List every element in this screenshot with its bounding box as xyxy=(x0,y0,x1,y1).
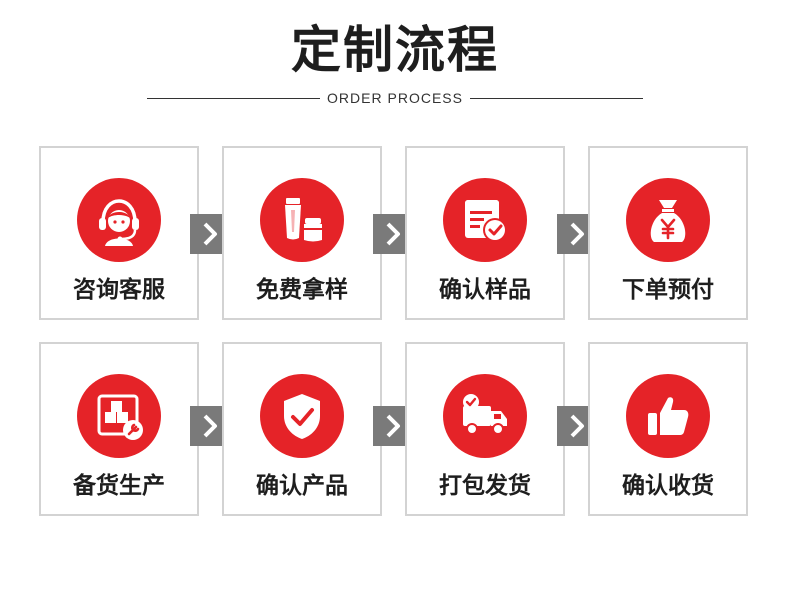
step-card-confirm-receipt: 确认收货 xyxy=(588,342,748,516)
step-label: 咨询客服 xyxy=(73,277,165,303)
step-card-production: 备货生产 xyxy=(39,342,199,516)
step-label: 备货生产 xyxy=(73,473,165,499)
confirm-document-icon xyxy=(443,178,527,262)
thumbs-up-icon xyxy=(626,374,710,458)
step-card-confirm-product: 确认产品 xyxy=(222,342,382,516)
subtitle-row: ORDER PROCESS xyxy=(147,88,644,108)
customer-service-headset-icon xyxy=(77,178,161,262)
step-card-free-sample: 免费拿样 xyxy=(222,146,382,320)
step-card-prepay: 下单预付 xyxy=(588,146,748,320)
step-label: 确认收货 xyxy=(622,473,714,499)
step-card-consult: 咨询客服 xyxy=(39,146,199,320)
subtitle-divider-right xyxy=(469,97,644,99)
delivery-truck-icon xyxy=(443,374,527,458)
step-label: 免费拿样 xyxy=(256,277,348,303)
step-card-confirm-sample: 确认样品 xyxy=(405,146,565,320)
step-card-ship: 打包发货 xyxy=(405,342,565,516)
cosmetic-samples-icon xyxy=(260,178,344,262)
page-title: 定制流程 xyxy=(291,21,499,79)
step-label: 确认产品 xyxy=(256,473,348,499)
page-subtitle: ORDER PROCESS xyxy=(327,90,463,106)
step-label: 下单预付 xyxy=(622,277,714,303)
step-label: 确认样品 xyxy=(439,277,531,303)
subtitle-divider-left xyxy=(147,97,321,99)
step-label: 打包发货 xyxy=(439,473,531,499)
shield-check-icon xyxy=(260,374,344,458)
money-bag-yuan-icon xyxy=(626,178,710,262)
production-boxes-icon xyxy=(77,374,161,458)
